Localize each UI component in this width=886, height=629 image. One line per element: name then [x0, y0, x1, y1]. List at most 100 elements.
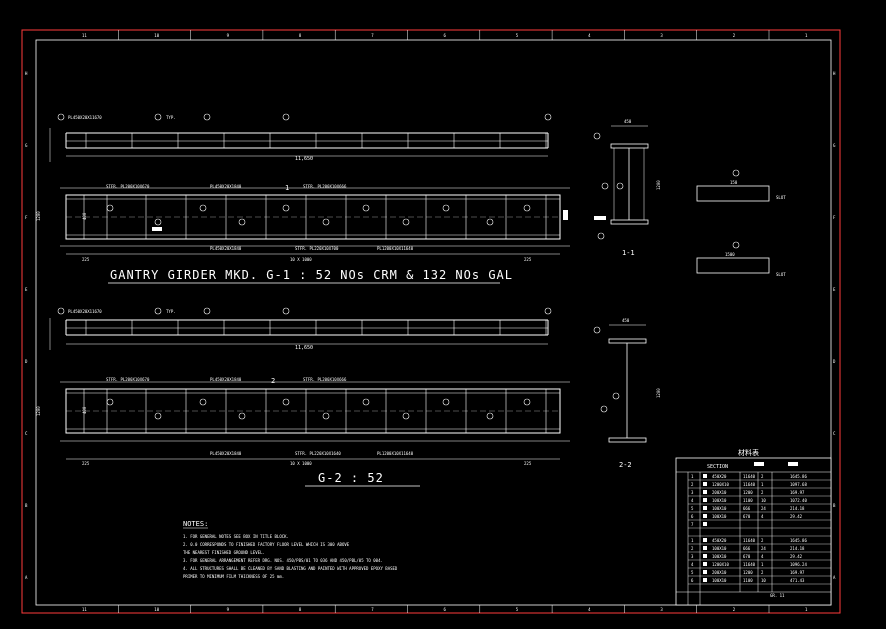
girder-1-stiffener-right: STFR. PL200X10X666 — [303, 184, 347, 189]
material-table-cell: 1100 — [743, 578, 753, 583]
material-table-cell: 1 — [691, 538, 694, 543]
material-table-cell: 670 — [743, 554, 751, 559]
girder-1-dim-mid: 10 X 1000 — [290, 257, 312, 262]
material-table-cell: 4 — [761, 514, 764, 519]
girder-1-dim-left: 225 — [82, 257, 90, 262]
grid-right-label: B — [833, 503, 836, 508]
grid-bottom-label: 6 — [444, 607, 447, 612]
girder-2-height-dim: 1200 — [36, 406, 41, 416]
grid-bottom-label: 8 — [299, 607, 302, 612]
material-table-cell: 10 — [761, 498, 766, 503]
detail-1-note: SLOT — [776, 195, 786, 200]
grid-left-label: E — [25, 287, 28, 292]
material-table-cell: 214.18 — [790, 506, 805, 511]
grid-right-label: A — [833, 575, 836, 580]
grid-bottom-label: 5 — [516, 607, 519, 612]
section-2-2: 450 1200 2-2 — [593, 318, 661, 469]
section-1-1: 450 1200 1-1 — [593, 119, 661, 257]
material-table-cell: 11640 — [743, 482, 756, 487]
detail-plate-1: 150 SLOT — [696, 169, 786, 202]
grid-top-label: 2 — [733, 33, 736, 38]
grid-top-label: 4 — [588, 33, 591, 38]
material-table-cell: 11640 — [743, 538, 756, 543]
material-table-cell: 666 — [743, 506, 751, 511]
material-table-cell: 1200 — [743, 490, 753, 495]
girder-2-callout-typ: TYP. — [166, 309, 176, 314]
material-table-cell: 3 — [691, 490, 694, 495]
material-table-cell: 100X10 — [712, 546, 727, 551]
grid-top-label: 10 — [154, 33, 159, 38]
note-line: THE NEAREST FINISHED GROUND LEVEL. — [183, 550, 265, 555]
girder-2-web-label: PL1200X10X11640 — [377, 451, 414, 456]
material-table-cell: 1096.24 — [790, 562, 807, 567]
girder-2-elevation-view: STFR. PL200X10X670 PL450X20X1840 2 STFR.… — [36, 377, 570, 466]
grid-top-label: 1 — [805, 33, 808, 38]
material-table-cell: 100X10 — [712, 554, 727, 559]
girder-2-dim-left: 225 — [82, 461, 90, 466]
girder-2-bottom-flange-label: PL450X20X1840 — [210, 451, 242, 456]
material-table-cell: 1 — [691, 474, 694, 479]
material-table-cell: 24 — [761, 506, 766, 511]
material-table-cell: 2 — [761, 490, 764, 495]
material-table-cell: 11640 — [743, 562, 756, 567]
girder-2-top-flange-label: PL450X20X1840 — [210, 377, 242, 382]
detail-plate-2: 1500 SLOT — [696, 241, 786, 277]
grid-left-label: B — [25, 503, 28, 508]
grid-right-label: F — [833, 215, 836, 220]
material-table-cell: 24 — [761, 546, 766, 551]
material-table-cell: 200X10 — [712, 490, 727, 495]
grid-left-label: H — [25, 71, 28, 76]
note-line: 4. ALL STRUCTURES SHALL BE CLEANED BY SA… — [183, 566, 398, 571]
girder-2-span-dim: 11,650 — [295, 345, 313, 351]
girder-2-stiffener-label: STFR. PL200X10X670 — [106, 377, 150, 382]
grid-left-label: G — [25, 143, 28, 148]
material-table-header: SECTION — [707, 464, 728, 470]
grid-top-label: 7 — [371, 33, 374, 38]
sheet-inner-border — [35, 39, 832, 606]
grid-right-label: D — [833, 359, 836, 364]
girder-1-section-mark: 1 — [285, 184, 289, 192]
material-table-cell: 5 — [691, 506, 694, 511]
girder-2-dim-mid: 10 X 1000 — [290, 461, 312, 466]
detail-1-dim: 150 — [730, 180, 738, 185]
sheet-outer-border — [21, 29, 841, 614]
material-table-cell: 6 — [691, 578, 694, 583]
material-table-cell: 1200X10 — [712, 562, 729, 567]
girder-2-section-mark: 2 — [271, 377, 275, 385]
girder-1-stiffener-label: STFR. PL200X10X670 — [106, 184, 150, 189]
note-line: 2. 0.0 CORRESPONDS TO FINISHED FACTORY F… — [183, 542, 350, 547]
grid-top-label: 6 — [444, 33, 447, 38]
grid-left-label: F — [25, 215, 28, 220]
grid-bottom-label: 9 — [227, 607, 230, 612]
material-table-cell: 7 — [691, 522, 694, 527]
material-table-title: 材料表 — [738, 448, 759, 457]
girder-2-dim-right: 225 — [524, 461, 532, 466]
material-table-cell: 1 — [761, 482, 764, 487]
girder-1-dim-right: 225 — [524, 257, 532, 262]
grid-right-label: G — [833, 143, 836, 148]
grid-top-label: 8 — [299, 33, 302, 38]
material-table-cell: 2 — [761, 474, 764, 479]
girder-1-callout-flange: PL450X20X11670 — [68, 115, 102, 120]
material-table-cell: 1100 — [743, 498, 753, 503]
girder-1-bottom-flange-label: PL450X20X1840 — [210, 246, 242, 251]
detail-2-note: SLOT — [776, 272, 786, 277]
grid-right-label: H — [833, 71, 836, 76]
material-table-cell: 200X10 — [712, 570, 727, 575]
material-table-cell: 10 — [761, 578, 766, 583]
material-table-cell: 100X10 — [712, 578, 727, 583]
material-table-cell: 5 — [691, 570, 694, 575]
material-table-cell: 4 — [691, 562, 694, 567]
grid-left-label: A — [25, 575, 28, 580]
material-table-cell: 1072.40 — [790, 498, 807, 503]
material-table-cell: 2 — [691, 546, 694, 551]
girder-1-stiffener-mid: STFR. PL220X10X700 — [295, 246, 339, 251]
material-table-cell: 4 — [691, 498, 694, 503]
grid-left-label: C — [25, 431, 28, 436]
material-table-cell: 100X10 — [712, 498, 727, 503]
material-table-cell: 450X20 — [712, 474, 727, 479]
grid-right-label: C — [833, 431, 836, 436]
material-table-footer: GR. 11 — [770, 593, 785, 598]
grid-top-label: 5 — [516, 33, 519, 38]
